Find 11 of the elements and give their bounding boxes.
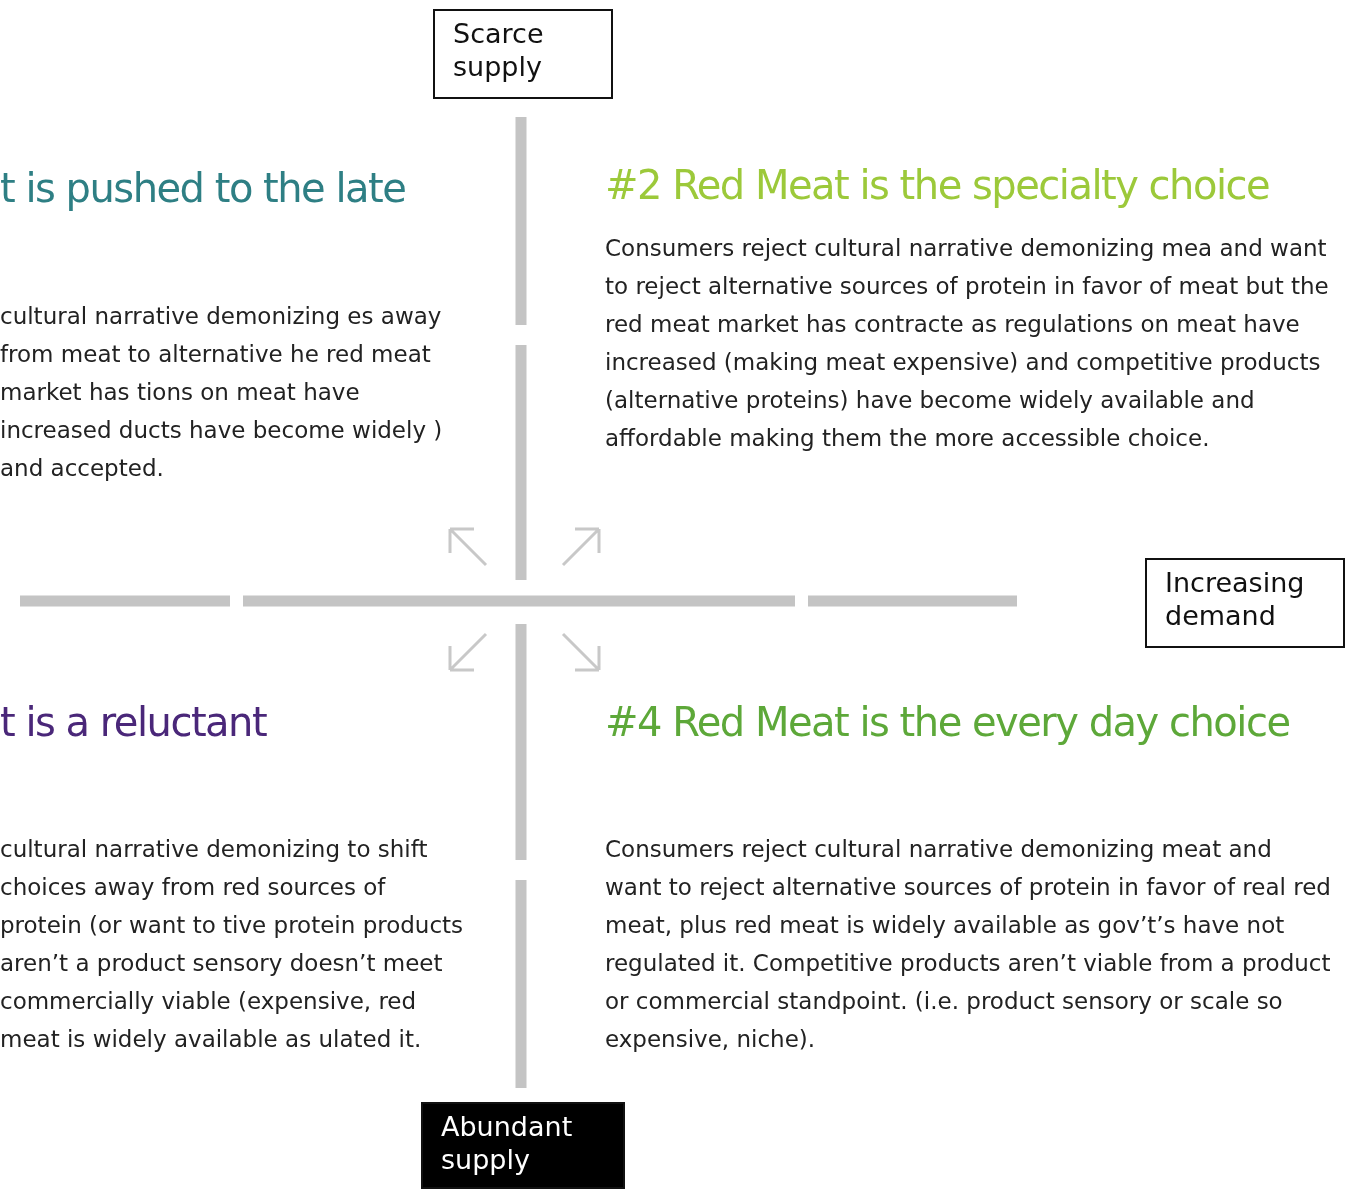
- quadrant-description: Consumers reject cultural narrative demonizing mea and want to reject alternative sources of protein in favor of meat but the red meat market has contracte as regulations on meat have increased (making meat expensive) and competitive products (alternative proteins) have become widely available and affordable making them the more accessible choice.: [605, 234, 1330, 453]
- quadrant-heading: t is a reluctant: [0, 698, 267, 747]
- quadrant-description: cultural narrative demonizing es away from meat to alternative he red meat market has tions on meat have increased ducts have become widely ) and accepted.: [0, 302, 444, 483]
- quadrant-heading: #4 Red Meat is the every day choice: [605, 698, 1290, 747]
- axis-label-box: Scarce supply: [433, 9, 613, 99]
- quadrant-heading: #2 Red Meat is the specialty choice: [605, 161, 1270, 210]
- quadrant-heading: t is pushed to the late: [0, 164, 406, 213]
- axis-label-box: Abundant supply: [421, 1102, 625, 1189]
- axis-label-box: Increasing demand: [1145, 558, 1345, 648]
- quadrant-description: cultural narrative demonizing to shift choices away from red sources of protein (or want to tive protein products aren’t a product sensory doesn’t meet commercially viable (expensive, red meat is widely available as ulated it.: [0, 835, 465, 1054]
- quadrant-description: Consumers reject cultural narrative demonizing meat and want to reject alternative sources of protein in favor of real red meat, plus red meat is widely available as gov’t’s have not regulated it. Competitive products aren’t viable from a product or commercial standpoint. (i.e. product sensory or scale so expensive, niche).: [605, 835, 1332, 1054]
